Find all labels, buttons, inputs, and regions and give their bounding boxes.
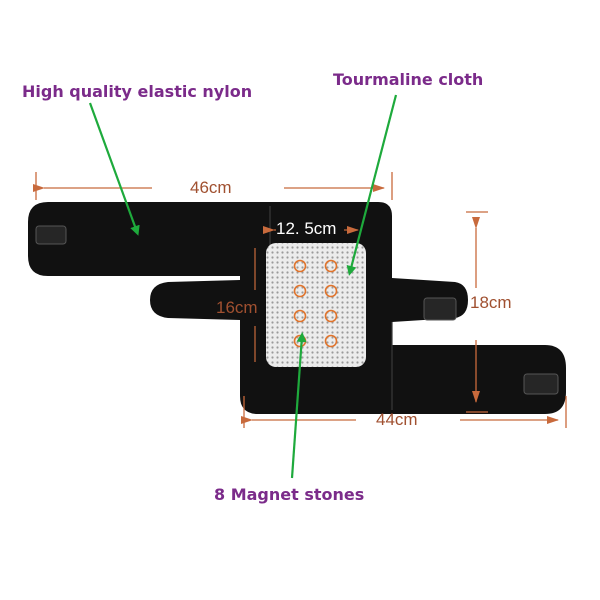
magnet-stone	[324, 284, 338, 298]
tourmaline-patch	[266, 243, 366, 367]
magnet-stone	[324, 309, 338, 323]
label-patch-width: 12. 5cm	[276, 219, 337, 238]
magnet-stone	[293, 259, 307, 273]
dimension-bottom-width	[241, 396, 567, 428]
label-patch-height: 16cm	[216, 298, 258, 317]
callout-tourmaline: Tourmaline cloth	[333, 70, 484, 89]
label-side-height: 18cm	[470, 293, 512, 312]
magnet-stone	[293, 284, 307, 298]
magnet-stone	[324, 259, 338, 273]
label-top-width: 46cm	[190, 178, 232, 197]
dimension-side-height	[466, 211, 488, 413]
arrow-nylon	[88, 102, 140, 236]
callout-nylon: High quality elastic nylon	[22, 82, 253, 101]
velcro-tab-left	[35, 225, 67, 245]
dimension-top-width	[33, 172, 393, 200]
arrow-tourmaline	[346, 94, 398, 276]
label-bottom-width: 44cm	[376, 410, 418, 429]
velcro-tab-mid	[423, 297, 457, 321]
velcro-tab-right	[523, 373, 559, 395]
magnet-stones	[293, 259, 338, 348]
callout-magnets: 8 Magnet stones	[214, 485, 365, 504]
arrow-magnets	[290, 332, 307, 479]
magnet-stone	[324, 334, 338, 348]
magnet-stone	[293, 309, 307, 323]
